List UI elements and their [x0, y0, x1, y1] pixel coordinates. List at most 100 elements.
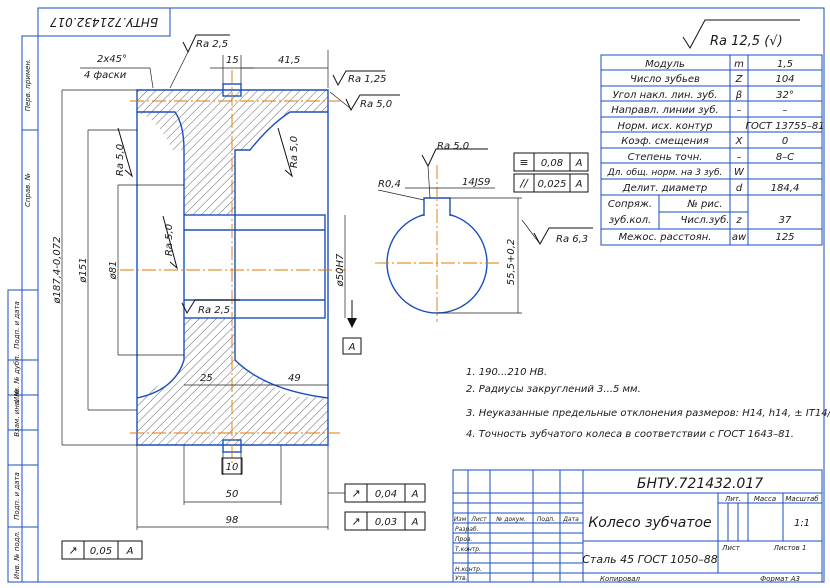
svg-text:50: 50: [226, 489, 239, 500]
tol-frame-1: ≡ 0,08 A: [513, 152, 589, 172]
svg-text:ø151: ø151: [78, 257, 89, 283]
svg-text:Копировал: Копировал: [600, 575, 641, 583]
svg-text:↗: ↗: [351, 487, 360, 500]
tol-frame-2: // 0,025 A: [513, 173, 589, 193]
side-label-6: Инв. № подл.: [13, 531, 21, 579]
svg-text:d: d: [736, 183, 743, 194]
svg-text:Лист: Лист: [721, 544, 741, 552]
svg-text:ø81: ø81: [108, 261, 119, 281]
svg-text:98: 98: [226, 515, 239, 526]
rotated-stamp-code: БНТУ.721432.017: [50, 15, 159, 29]
svg-text:8–С: 8–С: [776, 152, 794, 163]
svg-text:0,04: 0,04: [375, 489, 397, 500]
svg-text:Подп.: Подп.: [537, 516, 555, 523]
svg-text:R0,4: R0,4: [378, 179, 401, 190]
svg-text:Ra 2,5: Ra 2,5: [198, 305, 230, 316]
svg-text:104: 104: [775, 74, 794, 85]
svg-text:184,4: 184,4: [771, 183, 800, 194]
side-strip: Перв. примен. Справ. № Подп. и дата Инв.…: [7, 35, 39, 583]
svg-text:55,5+0,2: 55,5+0,2: [506, 239, 517, 286]
svg-text:Ra 2,5: Ra 2,5: [196, 39, 228, 50]
svg-text:Разраб.: Разраб.: [455, 526, 479, 533]
svg-text:Формат А3: Формат А3: [760, 575, 800, 583]
side-label-2: Подп. и дата: [13, 301, 21, 349]
tb-material: Сталь 45 ГОСТ 1050–88: [582, 553, 718, 566]
svg-text:49: 49: [288, 373, 301, 384]
svg-text:Ra 5,0: Ra 5,0: [360, 99, 392, 110]
svg-text:Делит. диаметр: Делит. диаметр: [622, 183, 707, 194]
svg-text:m: m: [734, 59, 744, 70]
svg-text:0,08: 0,08: [541, 158, 563, 169]
svg-text:z: z: [735, 215, 742, 226]
svg-text:0,025: 0,025: [538, 179, 567, 190]
svg-text:ГОСТ 13755–81: ГОСТ 13755–81: [745, 121, 824, 132]
svg-text:Ra 5,0: Ra 5,0: [115, 144, 126, 176]
svg-text:Листов 1: Листов 1: [773, 544, 807, 552]
svg-text:A: A: [411, 489, 419, 500]
tb-name: Колесо зубчатое: [588, 515, 711, 531]
svg-text://: //: [519, 177, 529, 190]
svg-text:Направл. линии зуб.: Направл. линии зуб.: [611, 104, 719, 116]
svg-text:0: 0: [782, 136, 788, 147]
svg-text:–: –: [737, 152, 742, 163]
svg-text:A: A: [575, 179, 583, 190]
params-row-3: Направл. линии зуб.––: [611, 104, 787, 116]
tol-frame-4: ↗ 0,03 A: [344, 511, 426, 531]
svg-text:Ra 6,3: Ra 6,3: [556, 234, 588, 245]
svg-text:Изм: Изм: [454, 516, 467, 523]
svg-text:–: –: [783, 105, 788, 116]
svg-text:↗: ↗: [351, 515, 360, 528]
svg-text:Лист: Лист: [470, 516, 487, 523]
svg-text:Межос. расстоян.: Межос. расстоян.: [619, 232, 712, 243]
tol-frame-3: ↗ 0,04 A: [328, 483, 426, 503]
svg-text:Масса: Масса: [754, 495, 776, 503]
note-2: 2. Радиусы закруглений 3...5 мм.: [466, 384, 641, 395]
svg-text:A: A: [575, 158, 583, 169]
svg-text:Ra 5,0: Ra 5,0: [164, 224, 175, 256]
svg-text:1:1: 1:1: [794, 518, 810, 529]
side-label-0: Перв. примен.: [24, 59, 32, 112]
svg-text:≡: ≡: [519, 156, 528, 169]
side-label-1: Справ. №: [24, 173, 32, 207]
tb-code: БНТУ.721432.017: [637, 476, 763, 492]
svg-text:Числ.зуб.: Числ.зуб.: [680, 214, 729, 226]
svg-text:aw: aw: [732, 232, 747, 243]
svg-text:15: 15: [226, 55, 239, 66]
svg-text:Т.контр.: Т.контр.: [455, 546, 481, 553]
keyway-view: R0,4 14JS9 Ra 5,0 55,5+0,2 Ra 6,3: [375, 141, 593, 322]
title-block: БНТУ.721432.017 Колесо зубчатое Сталь 45…: [452, 469, 823, 583]
svg-text:Утв.: Утв.: [455, 575, 468, 582]
svg-text:Степень точн.: Степень точн.: [628, 152, 703, 163]
svg-text:Z: Z: [735, 74, 744, 85]
svg-text:25: 25: [200, 373, 213, 384]
svg-text:Норм. исх. контур: Норм. исх. контур: [618, 121, 713, 132]
side-label-4: Взам. инв. №: [13, 389, 21, 437]
svg-text:2х45°: 2х45°: [97, 54, 127, 65]
datum-label: A: [348, 342, 356, 353]
gear-dimensions: 2х45° 4 фаски 15 41,5 Ra 2,5 Ra 1,25 Ra …: [52, 34, 400, 530]
svg-text:Ra 1,25: Ra 1,25: [348, 74, 387, 85]
svg-text:Коэф. смещения: Коэф. смещения: [621, 136, 708, 147]
svg-text:1,5: 1,5: [777, 59, 793, 70]
svg-text:Ra 5,0: Ra 5,0: [437, 141, 469, 152]
svg-text:β: β: [735, 90, 743, 101]
svg-text:зуб.кол.: зуб.кол.: [609, 214, 651, 226]
svg-text:Угол накл. лин. зуб.: Угол накл. лин. зуб.: [613, 89, 718, 101]
svg-text:Дата: Дата: [562, 516, 579, 523]
note-3: 3. Неуказанные предельные отклонения раз…: [466, 408, 830, 419]
params-row-7: Дл. общ. норм. на 3 зуб.W: [607, 167, 745, 178]
svg-text:0,05: 0,05: [90, 546, 112, 557]
svg-text:↗: ↗: [68, 544, 77, 557]
svg-text:Ra 5,0: Ra 5,0: [289, 136, 300, 168]
svg-text:Ra 12,5 (√): Ra 12,5 (√): [710, 34, 783, 49]
svg-text:Сопряж.: Сопряж.: [608, 199, 652, 210]
params-row-8: Делит. диаметр d 184,4: [622, 183, 800, 194]
svg-text:32°: 32°: [776, 90, 794, 101]
svg-text:Дл. общ. норм. на 3 зуб.: Дл. общ. норм. на 3 зуб.: [607, 168, 723, 178]
